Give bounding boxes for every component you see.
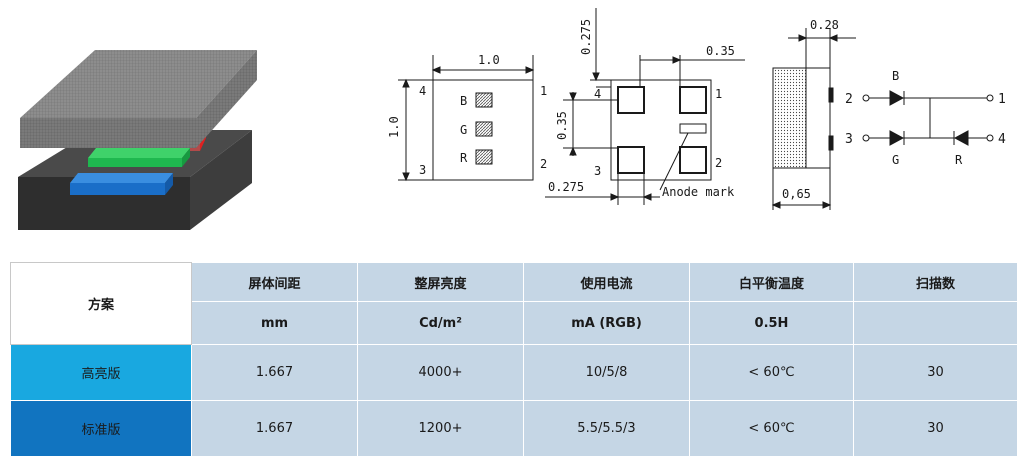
anode-mark [679,123,707,134]
side-top-dim: 0.28 [810,18,839,32]
diode-b [889,90,905,106]
bottom-pin-2: 2 [715,156,722,170]
unit-pitch: mm [191,301,358,345]
unit-white-balance-temp: 0.5H [689,301,854,345]
circuit-label-b: B [892,69,899,83]
table-cell: < 60℃ [689,400,854,457]
row-label-high: 高亮版 [10,344,192,401]
bottom-dim-0275-top: 0.275 [579,19,593,55]
table-cell: 30 [853,400,1018,457]
side-bottom-dim: 0,65 [782,187,811,201]
circuit-node-3 [862,134,870,142]
scheme-header: 方案 [10,262,192,345]
table-cell: 5.5/5.5/3 [523,400,690,457]
top-pin-2: 2 [540,157,547,171]
table-cell: 1.667 [191,344,358,401]
circuit-node-2 [862,94,870,102]
table-cell: 1.667 [191,400,358,457]
unit-scan [853,301,1018,345]
header-pitch: 屏体间距 [191,262,358,302]
circuit-node-1 [986,94,994,102]
circuit-label-r: R [955,153,963,167]
anode-mark-label: Anode mark [662,185,735,199]
top-pin-3: 3 [419,163,426,177]
circuit-pin-3: 3 [845,132,853,147]
pad-1 [679,86,707,114]
circuit-node-4 [986,134,994,142]
table-cell: < 60℃ [689,344,854,401]
substrate-side [190,130,252,230]
cap-top [20,50,257,118]
top-pin-1: 1 [540,84,547,98]
blue-chip [70,173,173,195]
table-row: 标准版 1.667 1200+ 5.5/5.5/3 < 60℃ 30 [10,400,1018,457]
circuit-pin-4: 4 [998,132,1006,147]
pad-3 [617,146,645,174]
unit-brightness: Cd/m² [357,301,524,345]
row-label-standard: 标准版 [10,400,192,457]
cap-side [196,50,257,148]
circuit-label-g: G [892,153,899,167]
bottom-view-drawing [545,8,745,205]
diode-g [889,130,905,146]
side-cap [805,67,831,169]
header-white-balance-temp: 白平衡温度 [689,262,854,302]
table-cell: 10/5/8 [523,344,690,401]
pad-2 [679,146,707,174]
table-header-row: 方案 屏体间距 整屏亮度 使用电流 白平衡温度 扫描数 [10,262,1018,345]
header-brightness: 整屏亮度 [357,262,524,302]
chip-b-label: B [460,94,467,108]
top-view-drawing [398,55,535,182]
chip-g-label: G [460,123,467,137]
bottom-view-outline [610,79,712,181]
bottom-dim-0275-bottom: 0.275 [548,180,584,194]
chip-b-pad [475,92,493,108]
table-row: 高亮版 1.667 4000+ 10/5/8 < 60℃ 30 [10,344,1018,401]
header-current: 使用电流 [523,262,690,302]
bottom-dim-035-vertical: 0.35 [555,111,569,140]
table-cell: 4000+ [357,344,524,401]
table-cell: 30 [853,344,1018,401]
bottom-dim-035-horizontal: 0.35 [706,44,735,58]
green-chip [88,148,190,167]
circuit-pin-2: 2 [845,92,853,107]
bottom-pin-3: 3 [594,164,601,178]
header-scan: 扫描数 [853,262,1018,302]
cap-front [20,118,196,148]
bottom-pin-1: 1 [715,87,722,101]
circuit-pin-1: 1 [998,92,1006,107]
side-body [772,67,807,169]
unit-current: mA (RGB) [523,301,690,345]
side-view-drawing [771,28,856,210]
top-width-dim: 1.0 [478,53,500,67]
bottom-pin-4: 4 [594,87,601,101]
top-pin-4: 4 [419,84,426,98]
circuit-schematic [862,90,994,146]
table-cell: 1200+ [357,400,524,457]
spec-table: 方案 屏体间距 整屏亮度 使用电流 白平衡温度 扫描数 mm Cd/m² mA … [10,262,1018,457]
chip-r-label: R [460,151,468,165]
led-package-diagram: 1.0 1.0 4 1 3 2 B G R [18,8,1006,230]
top-height-dim: 1.0 [387,116,401,138]
chip-r-pad [475,149,493,165]
top-view-outline [432,79,534,181]
chip-g-pad [475,121,493,137]
pad-4 [617,86,645,114]
exploded-3d-view [18,50,257,230]
diode-r [953,130,969,146]
